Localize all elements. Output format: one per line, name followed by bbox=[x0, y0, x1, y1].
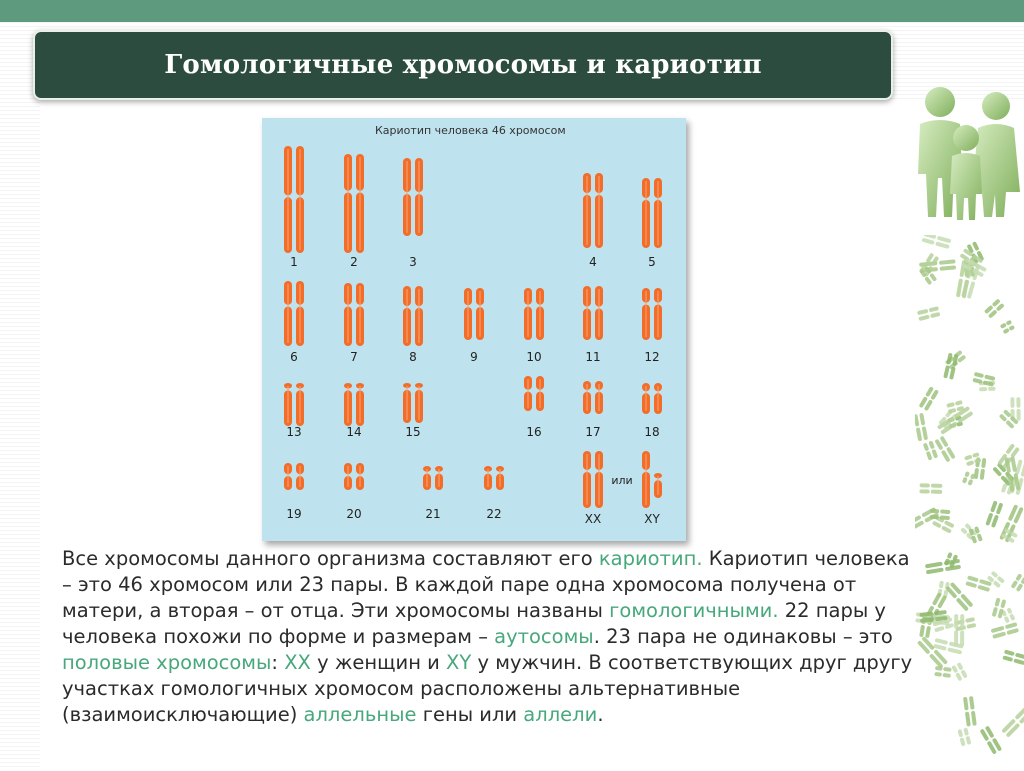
chromosome-pair-21 bbox=[423, 466, 443, 490]
text-part: гены или bbox=[416, 703, 524, 726]
chromosome-label: 11 bbox=[585, 350, 600, 364]
text-part: . 23 пара не одинаковы – это bbox=[593, 625, 893, 648]
title-bar: Гомологичные хромосомы и кариотип bbox=[33, 30, 893, 100]
chromosome-pair-11 bbox=[583, 286, 603, 340]
term-xy: ХY bbox=[446, 651, 472, 674]
chromosome-label: 4 bbox=[589, 255, 597, 269]
chromosome-pair-18 bbox=[642, 383, 662, 414]
chromosome-label: 16 bbox=[526, 425, 541, 439]
description-text: Все хромосомы данного организма составля… bbox=[62, 546, 922, 728]
chromosome-pair-xy bbox=[642, 451, 662, 508]
text-part: . bbox=[597, 703, 604, 726]
text-part: у мужчин. В соответствующих друг другу у… bbox=[62, 651, 913, 726]
karyotype-caption: Кариотип человека 46 хромосом bbox=[375, 124, 566, 137]
text-part: Все хромосомы данного организма составля… bbox=[62, 547, 599, 570]
chromosome-pair-8 bbox=[403, 286, 423, 346]
term-karyotype: кариотип. bbox=[598, 547, 703, 570]
term-allelic: аллельные bbox=[303, 703, 417, 726]
chromosome-label: 1 bbox=[290, 255, 298, 269]
chromosome-pair-1 bbox=[284, 146, 304, 253]
chromosome-pair-17 bbox=[583, 381, 603, 414]
text-part: 22 пары у человека похожи по форме и раз… bbox=[62, 599, 886, 648]
chromosome-label: 8 bbox=[409, 350, 417, 364]
term-xx: ХХ bbox=[284, 651, 311, 674]
text-part: : bbox=[271, 651, 285, 674]
chromosome-pair-5 bbox=[642, 178, 662, 248]
chromosome-label: 2 bbox=[350, 255, 358, 269]
chromosome-label: 22 bbox=[486, 507, 501, 521]
chromosome-label: 17 bbox=[585, 425, 600, 439]
or-label: или bbox=[611, 474, 632, 487]
chromosome-decoration-icon bbox=[905, 232, 1024, 767]
chromosome-label: XX bbox=[585, 512, 601, 526]
chromosome-label: 7 bbox=[350, 350, 358, 364]
chromosome-label: 19 bbox=[286, 507, 301, 521]
chromosome-pair-14 bbox=[344, 383, 364, 426]
term-homologous: гомологичными. bbox=[609, 599, 779, 622]
chromosome-label: 9 bbox=[470, 350, 478, 364]
chromosome-pair-6 bbox=[284, 281, 304, 346]
chromosome-pair-19 bbox=[284, 463, 304, 490]
term-sex-chromosomes: половые хромосомы bbox=[62, 651, 272, 674]
chromosome-label: 18 bbox=[644, 425, 659, 439]
chromosome-pair-3 bbox=[403, 158, 423, 236]
chromosome-label: 5 bbox=[648, 255, 656, 269]
text-part: у женщин и bbox=[310, 651, 447, 674]
chromosome-pair-7 bbox=[344, 283, 364, 346]
chromosome-pair-12 bbox=[642, 288, 662, 340]
chromosome-label: 10 bbox=[526, 350, 541, 364]
chromosome-label: 3 bbox=[409, 255, 417, 269]
chromosome-label: 15 bbox=[405, 425, 420, 439]
chromosome-pair-15 bbox=[403, 383, 423, 423]
chromosome-label: XY bbox=[644, 512, 660, 526]
chromosome-label: 12 bbox=[644, 350, 659, 364]
chromosome-pair-20 bbox=[344, 463, 364, 490]
chromosome-label: 14 bbox=[346, 425, 361, 439]
chromosome-label: 6 bbox=[290, 350, 298, 364]
chromosome-pair-9 bbox=[464, 288, 484, 340]
chromosome-pair-16 bbox=[524, 376, 544, 411]
chromosome-label: 21 bbox=[425, 507, 440, 521]
chromosome-pair-xx bbox=[583, 451, 603, 508]
top-band bbox=[0, 0, 1024, 22]
chromosome-pair-22 bbox=[484, 466, 504, 490]
chromosome-label: 20 bbox=[346, 507, 361, 521]
text-part: Кариотип человека – это 46 хромосом или … bbox=[62, 547, 910, 622]
chromosome-label: 13 bbox=[286, 425, 301, 439]
chromosome-pair-10 bbox=[524, 288, 544, 340]
term-autosomes: аутосомы bbox=[494, 625, 594, 648]
chromosome-pair-13 bbox=[284, 383, 304, 426]
term-alleles: аллели bbox=[523, 703, 598, 726]
slide-title: Гомологичные хромосомы и кариотип bbox=[164, 50, 762, 80]
chromosome-pair-2 bbox=[344, 154, 364, 253]
chromosome-pair-4 bbox=[583, 173, 603, 248]
